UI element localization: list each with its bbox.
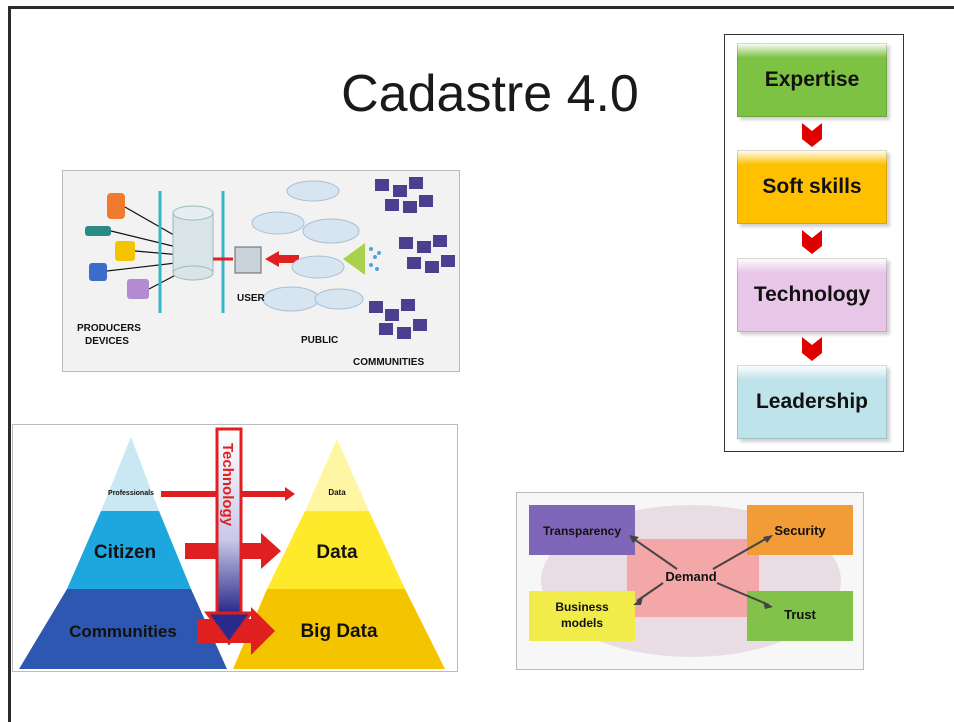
security-label: Security [774,523,826,538]
user-label: USER [237,293,266,304]
network-diagram: PRODUCERS DEVICES USER PUBLIC COMMUNITIE… [77,177,455,368]
pyramid-tier-big-data [233,589,445,669]
slide-title: Cadastre 4.0 [341,65,639,123]
network-diagram-panel: PRODUCERS DEVICES USER PUBLIC COMMUNITIE… [62,170,460,372]
pyramid-label-big-data: Big Data [300,621,378,642]
producers-label: PRODUCERS [77,323,141,334]
database-icon [172,205,214,281]
slide-frame-left [8,6,11,722]
node-business-models [529,591,635,641]
device-icon [127,279,149,299]
arrow-head-icon [763,601,773,609]
arrow-right-icon [285,487,295,501]
node-transparency [529,505,635,555]
step-expertise: Expertise [737,43,887,117]
step-technology: Technology [737,258,887,332]
chain-arrows [802,123,822,361]
arrow-head-icon [633,597,643,605]
business-label-line1: Business [555,600,609,614]
chevron-down-icon [802,123,822,147]
communities-label: COMMUNITIES [353,357,424,368]
transparency-label: Transparency [543,524,621,538]
demand-label: Demand [665,569,716,584]
funnel-icon [343,243,365,275]
node-trust [747,591,853,641]
devices-label: DEVICES [85,336,129,347]
chevron-down-icon [802,337,822,361]
pyramid-label-data: Data [316,542,358,563]
pyramids-diagram: Technology Professionals Citizen Communi… [19,427,445,669]
slide-frame-top [8,6,954,9]
arrow-left-icon [265,251,279,267]
step-soft-skills: Soft skills [737,150,887,224]
pyramid-label-professionals: Professionals [108,490,154,497]
community-icon [369,177,455,339]
chevron-down-icon [802,230,822,254]
pyramid-label-citizen: Citizen [94,542,156,563]
demand-diagram: Demand Transparency Security Business mo… [529,505,853,657]
technology-arrow-label: Technology [219,443,236,527]
cloud-icon [251,180,364,312]
arrow-head-icon [629,535,639,543]
trust-label: Trust [784,607,816,622]
business-label-line2: models [561,616,603,630]
device-icon [89,263,107,281]
user-icon [234,246,262,274]
pyramid-tier-communities [19,589,227,669]
node-security [747,505,853,555]
pyramid-label-communities: Communities [69,622,177,641]
arrow-down-icon [204,611,254,646]
demand-diagram-panel: Demand Transparency Security Business mo… [516,492,864,670]
device-icon [115,241,135,261]
arrow-right-icon [261,533,281,569]
arrow-head-icon [763,535,773,543]
skills-chain-panel: Expertise Soft skills Technology Leaders… [724,34,904,452]
device-icon [85,226,111,236]
pyramid-tier-data [267,511,405,589]
pyramids-panel: Technology Professionals Citizen Communi… [12,424,458,672]
pyramid-tier-citizen [67,511,191,589]
arrow-right-icon [251,607,275,655]
step-leadership: Leadership [737,365,887,439]
device-icon [107,193,125,219]
pyramid-tier-professionals [101,437,159,511]
pyramid-label-data-small: Data [328,488,346,497]
pyramid-tier-data-small [305,439,369,511]
demand-center-box [627,539,759,617]
public-label: PUBLIC [301,335,338,346]
